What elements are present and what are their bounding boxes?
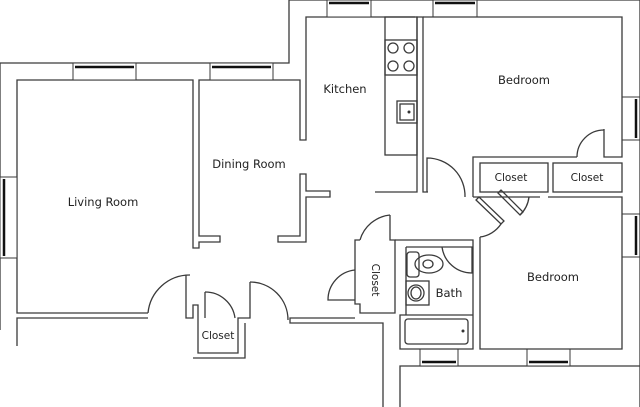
label-closet-2: Closet	[571, 172, 604, 184]
burner-icon	[387, 42, 399, 54]
bathtub	[404, 318, 469, 345]
stove	[384, 39, 418, 76]
burner-icon	[387, 60, 399, 72]
toilet-tank	[406, 251, 420, 278]
windows	[0, 0, 640, 367]
burner-icon	[403, 60, 415, 72]
label-closet-1: Closet	[495, 172, 528, 184]
label-living-room: Living Room	[68, 195, 139, 209]
label-dining-room: Dining Room	[212, 157, 286, 171]
burner-icon	[403, 42, 415, 54]
hall-closet	[327, 214, 396, 314]
sink	[396, 100, 418, 124]
toilet-icon	[414, 254, 444, 274]
bath	[395, 239, 474, 350]
bedroom-2-walls	[473, 196, 623, 350]
entry-closet	[147, 274, 289, 359]
label-hall-closet: Closet	[369, 264, 381, 297]
label-kitchen: Kitchen	[323, 82, 366, 96]
bedroom-closets	[423, 0, 640, 407]
label-bath: Bath	[436, 286, 463, 300]
label-bedroom-1: Bedroom	[498, 73, 550, 87]
label-entry-closet: Closet	[202, 330, 235, 342]
sink-icon	[407, 284, 425, 302]
label-bedroom-2: Bedroom	[527, 270, 579, 284]
kitchen	[375, 16, 428, 193]
